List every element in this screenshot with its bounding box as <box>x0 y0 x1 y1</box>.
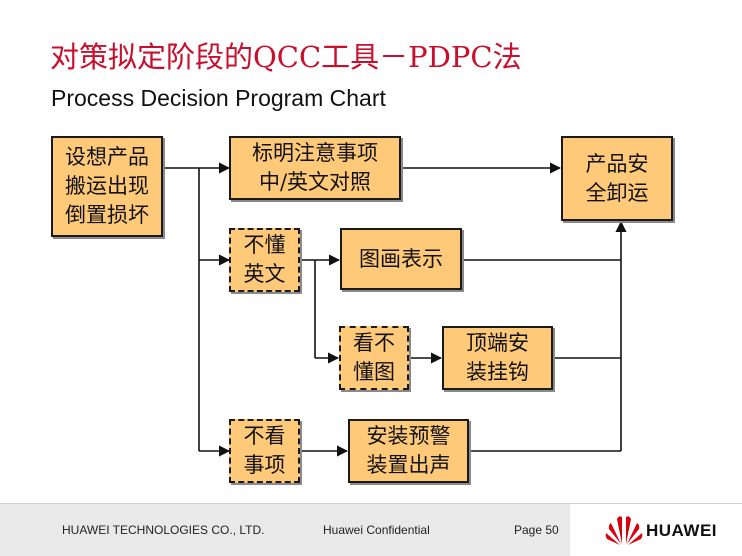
risk-not-read-label: 不看 事项 <box>243 424 286 477</box>
alarm-node: 安装预警 装置出声 <box>348 419 469 483</box>
risk-not-read-node: 不看 事项 <box>229 419 300 483</box>
page-title: 对策拟定阶段的QCC工具－PDPC法 <box>50 40 522 74</box>
bilingual-label-text: 标明注意事项 中/英文对照 <box>252 141 378 194</box>
risk-no-pictogram-node: 看不 懂图 <box>339 326 409 390</box>
alarm-label: 安装预警 装置出声 <box>366 424 451 477</box>
footer-bar: HUAWEI TECHNOLOGIES CO., LTD. Huawei Con… <box>0 503 742 556</box>
top-hook-label: 顶端安 装挂钩 <box>466 331 529 384</box>
goal-node: 产品安 全卸运 <box>561 136 673 221</box>
footer-page-number: Page 50 <box>514 523 559 537</box>
pictogram-node: 图画表示 <box>340 228 462 290</box>
risk-no-pictogram-label: 看不 懂图 <box>353 331 395 384</box>
start-node-label: 设想产品 搬运出现 倒置损坏 <box>65 145 149 227</box>
start-node: 设想产品 搬运出现 倒置损坏 <box>51 136 163 237</box>
risk-no-english-label: 不懂 英文 <box>243 233 286 286</box>
huawei-logo-icon <box>605 516 643 545</box>
logo-area: HUAWEI <box>570 504 742 556</box>
goal-node-label: 产品安 全卸运 <box>585 151 649 205</box>
pictogram-label: 图画表示 <box>359 246 443 271</box>
footer-confidential: Huawei Confidential <box>323 523 430 537</box>
footer-brand: HUAWEI <box>646 521 717 540</box>
risk-no-english-node: 不懂 英文 <box>229 228 300 292</box>
footer-company: HUAWEI TECHNOLOGIES CO., LTD. <box>62 523 265 537</box>
page-subtitle: Process Decision Program Chart <box>51 85 386 111</box>
top-hook-node: 顶端安 装挂钩 <box>442 326 553 390</box>
bilingual-label-node: 标明注意事项 中/英文对照 <box>229 136 401 200</box>
